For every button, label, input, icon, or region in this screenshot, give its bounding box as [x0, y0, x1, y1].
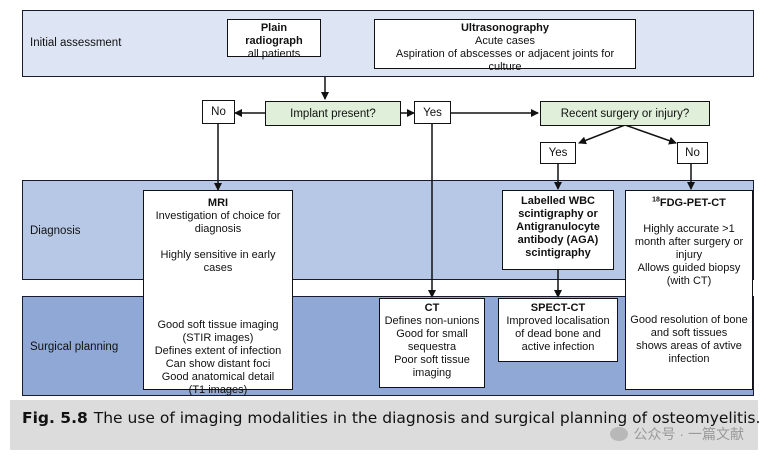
ct-line-5: imaging — [412, 367, 452, 379]
ct-line-4: Poor soft tissue — [394, 354, 470, 366]
answer-no-implant: No — [202, 100, 235, 124]
fdg-surg-line-1: Good resolution of bone — [630, 314, 748, 326]
implant-present-decision: Implant present? — [265, 101, 401, 126]
watermark-text: 公众号 · 一篇文献 — [633, 426, 744, 442]
wbc-line-2: scintigraphy or — [518, 208, 598, 220]
wbc-scintigraphy-box: Labelled WBC scintigraphy or Antigranulo… — [502, 190, 614, 270]
ct-line-1: Defines non-unions — [384, 315, 480, 327]
wbc-line-4: antibody (AGA) — [517, 234, 599, 246]
spect-title: SPECT-CT — [530, 302, 586, 314]
mri-surg-line-2: (STIR images) — [182, 332, 254, 344]
caption-band — [10, 400, 758, 450]
ct-line-2: Good for small — [396, 328, 468, 340]
spect-line-2: of dead bone and — [515, 328, 601, 340]
plain-radiograph-box: Plain radiograph all patients — [227, 19, 321, 60]
mri-surg-line-1: Good soft tissue imaging — [157, 319, 279, 331]
spect-line-3: active infection — [521, 341, 595, 353]
ultrasonography-line-2: Aspiration of abscesses or adjacent join… — [395, 48, 615, 73]
ct-box: CT Defines non-unions Good for small seq… — [379, 298, 485, 388]
mri-spacer — [148, 236, 288, 249]
mri-surg-line-4: Can show distant foci — [165, 358, 271, 370]
mri-title: MRI — [207, 197, 229, 209]
plain-radiograph-line: all patients — [247, 48, 301, 60]
wbc-line-3: Antigranulocyte — [516, 221, 600, 233]
mri-surg-line-3: Defines extent of infection — [154, 345, 282, 357]
mri-spacer-2 — [148, 275, 288, 319]
fdg-line-3: month after surgery or — [634, 236, 744, 248]
figure-caption: Fig. 5.8 The use of imaging modalities in… — [22, 409, 760, 427]
mri-surg-line-6: (T1 images) — [188, 384, 248, 396]
fdg-spacer — [630, 210, 748, 223]
ultrasonography-box: Ultrasonography Acute cases Aspiration o… — [374, 19, 636, 73]
fdg-line-5: Allows guided biopsy — [637, 262, 741, 274]
ultrasonography-line-1: Acute cases — [475, 35, 535, 47]
mri-diag-line-1: Investigation of choice for — [155, 210, 281, 222]
wbc-line-1: Labelled WBC — [521, 195, 595, 207]
watermark: 公众号 · 一篇文献 — [609, 424, 744, 444]
fdg-title: 18FDG-PET-CT — [630, 196, 748, 210]
spect-line-1: Improved localisation — [506, 315, 610, 327]
figure-number: Fig. 5.8 — [22, 409, 88, 427]
wbc-line-5: scintigraphy — [525, 247, 591, 259]
plain-radiograph-title: Plain radiograph — [245, 22, 303, 47]
band-surgical-label: Surgical planning — [30, 341, 119, 353]
fdg-line-4: injury — [675, 249, 703, 261]
mri-surg-line-5: Good anatomical detail — [161, 371, 275, 383]
ct-title: CT — [424, 302, 440, 314]
mri-diag-line-2: diagnosis — [194, 223, 242, 235]
answer-yes-recent: Yes — [540, 142, 576, 164]
wechat-icon — [609, 427, 628, 441]
answer-no-recent: No — [677, 142, 708, 164]
fdg-surg-line-3: shows areas of avtive — [636, 340, 742, 352]
fdg-spacer-2 — [630, 288, 748, 314]
fdg-line-6: (with CT) — [666, 275, 712, 287]
fdg-superscript: 18 — [652, 196, 660, 204]
figure-caption-text: The use of imaging modalities in the dia… — [93, 409, 761, 427]
fdg-line-2: Highly accurate >1 — [643, 223, 735, 235]
recent-surgery-decision: Recent surgery or injury? — [540, 101, 710, 126]
mri-box: MRI Investigation of choice for diagnosi… — [143, 190, 293, 396]
fdg-pet-ct-box: 18FDG-PET-CT Highly accurate >1 month af… — [625, 190, 753, 390]
ultrasonography-title: Ultrasonography — [460, 22, 549, 34]
spect-ct-box: SPECT-CT Improved localisation of dead b… — [498, 298, 618, 362]
fdg-surg-line-4: infection — [668, 353, 710, 365]
mri-diag-line-4: Highly sensitive in early cases — [160, 249, 276, 274]
fdg-title-text: FDG-PET-CT — [659, 197, 726, 209]
band-initial-label: Initial assessment — [30, 37, 122, 49]
fdg-surg-line-2: and soft tissues — [650, 327, 728, 339]
band-diagnosis-label: Diagnosis — [30, 225, 81, 237]
ct-line-3: sequestra — [407, 341, 457, 353]
answer-yes-implant: Yes — [414, 101, 451, 124]
